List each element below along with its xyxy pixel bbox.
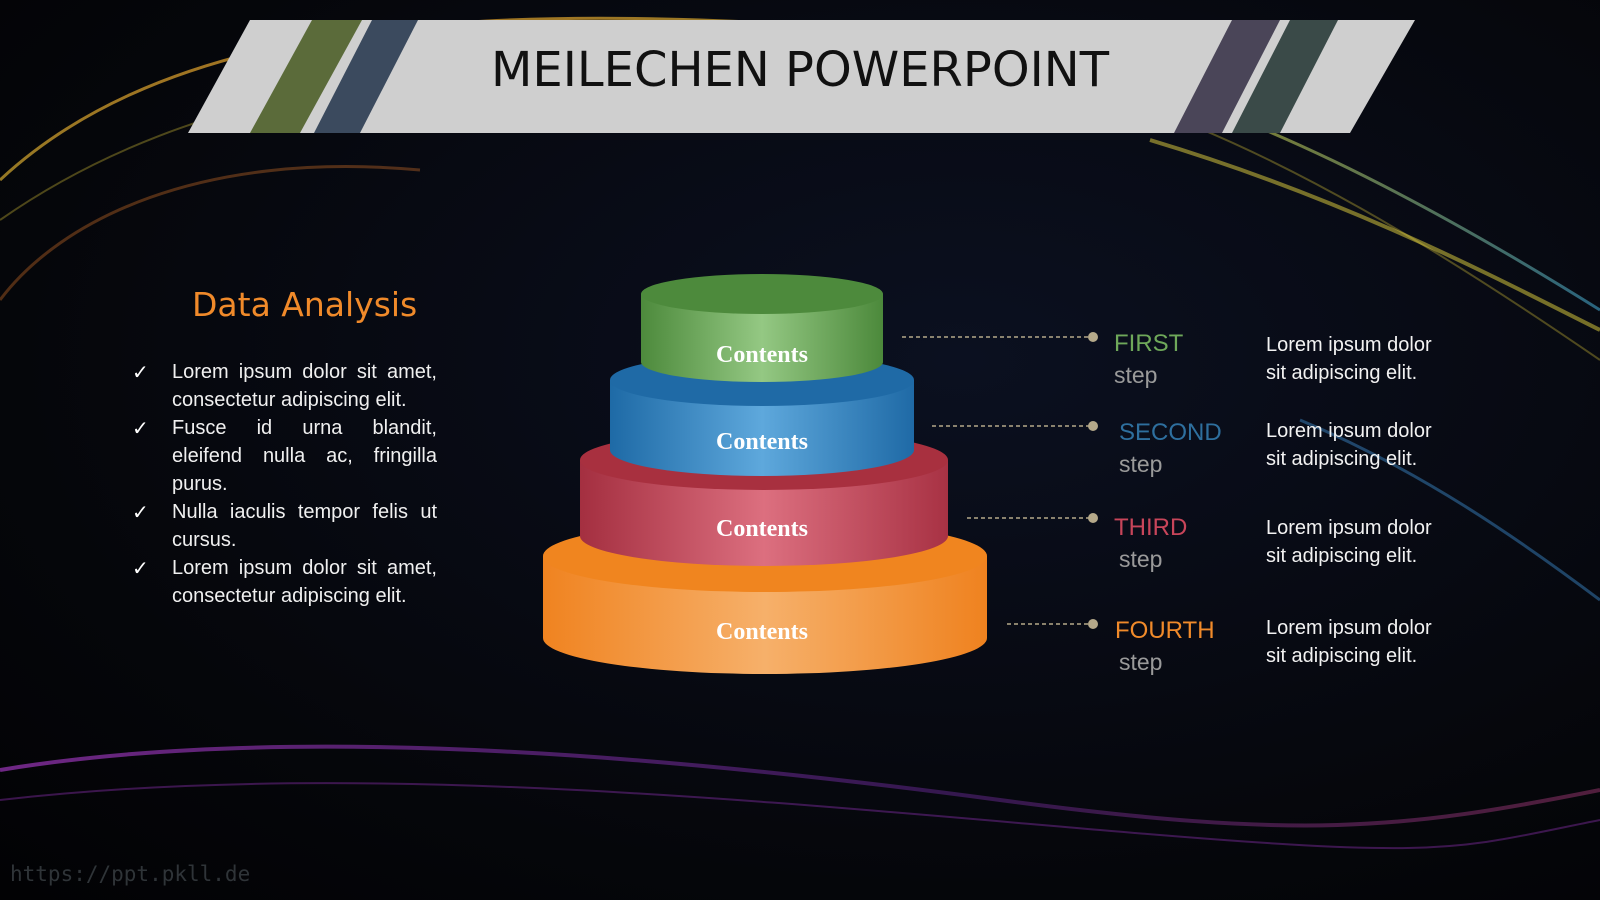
banner-stripe-blue xyxy=(314,20,418,133)
layer-first: Contents xyxy=(641,274,883,382)
cylinder-side xyxy=(580,460,948,566)
light-trail-right xyxy=(1149,138,1600,332)
light-trail-left xyxy=(0,165,421,301)
step-title-first: FIRST xyxy=(1114,330,1184,357)
stacked-cylinder-diagram: Contents Contents Contents Contents xyxy=(543,274,987,674)
bullet-item: ✓Lorem ipsum dolor sit amet, consectetur… xyxy=(132,360,437,411)
cylinder-side xyxy=(610,380,914,476)
section-title: Data Analysis xyxy=(192,285,418,324)
light-trail-bottom xyxy=(0,744,1600,828)
banner-stripe-green xyxy=(250,20,362,133)
banner-stripe-teal xyxy=(1232,20,1338,133)
cylinder-top xyxy=(641,274,883,314)
step-sub-third: step xyxy=(1119,546,1163,572)
title-banner xyxy=(188,20,1415,133)
check-icon: ✓ xyxy=(132,360,149,384)
layer-label: Contents xyxy=(716,342,808,368)
bullet-item: ✓Nulla iaculis tempor felis ut cursus. xyxy=(132,500,437,551)
step-title-third: THIRD xyxy=(1114,514,1188,541)
light-trail-right-blue xyxy=(1299,418,1600,602)
watermark: https://ppt.pkll.de xyxy=(10,862,251,886)
step-title-second: SECOND xyxy=(1119,419,1222,446)
light-trail-bottom-2 xyxy=(0,782,1600,850)
slide-title: MEILECHEN POWERPOINT xyxy=(490,42,1110,98)
bullet-item: ✓Fusce id urna blandit, eleifend nulla a… xyxy=(132,416,437,495)
check-icon: ✓ xyxy=(132,416,149,440)
layer-label: Contents xyxy=(716,429,808,455)
step-title-fourth: FOURTH xyxy=(1115,617,1215,644)
check-icon: ✓ xyxy=(132,556,149,580)
step-sub-second: step xyxy=(1119,451,1163,477)
layer-label: Contents xyxy=(716,619,808,645)
banner-stripe-purple xyxy=(1174,20,1280,133)
check-icon: ✓ xyxy=(132,500,149,524)
step-sub-first: step xyxy=(1114,362,1158,388)
layer-label: Contents xyxy=(716,516,808,542)
bullet-item: ✓Lorem ipsum dolor sit amet, consectetur… xyxy=(132,556,437,607)
bullet-list: ✓Lorem ipsum dolor sit amet, consectetur… xyxy=(132,358,437,610)
cylinder-side xyxy=(641,294,883,382)
step-sub-fourth: step xyxy=(1119,649,1163,675)
